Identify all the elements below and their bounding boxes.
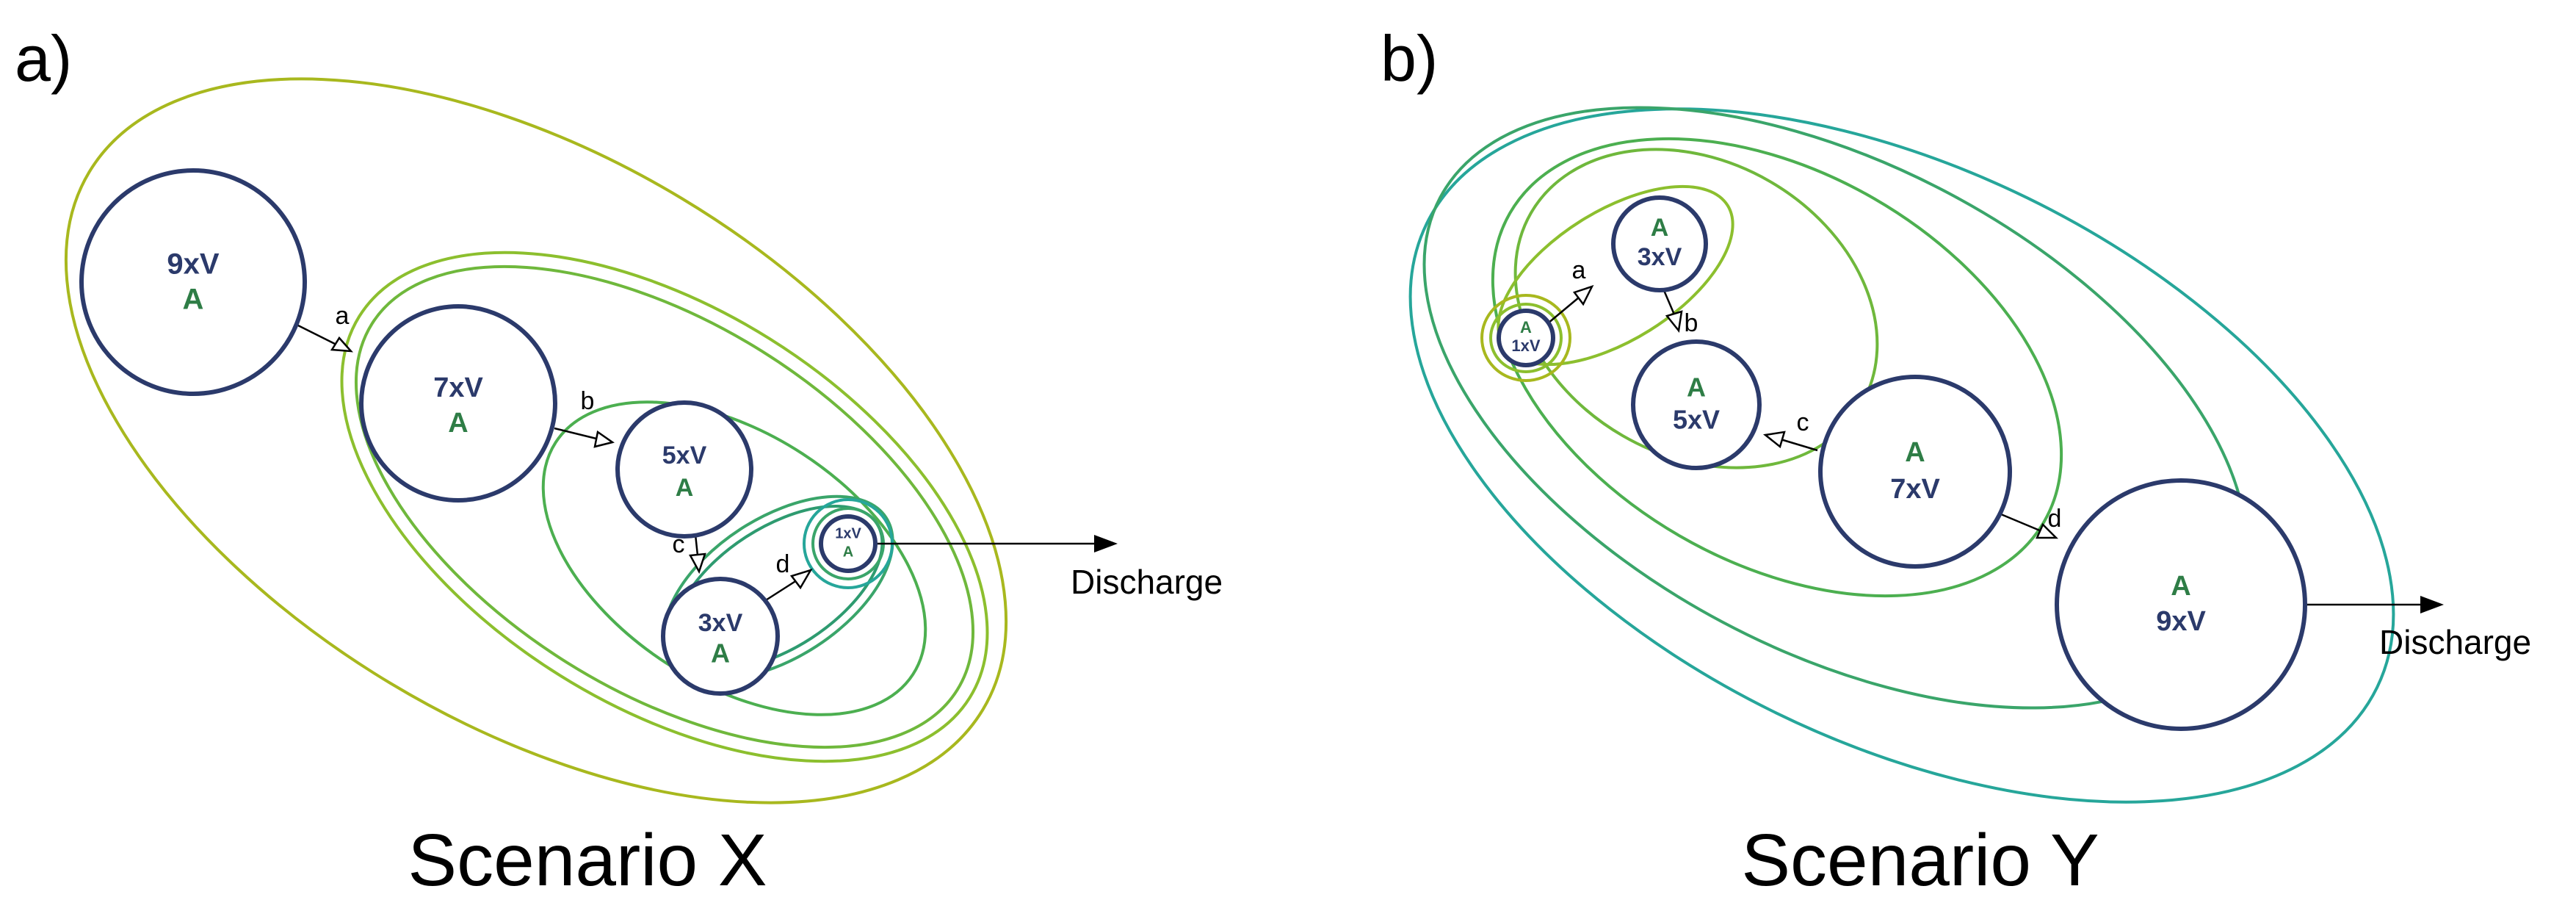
node-b-3xv-volume: 3xV (1638, 243, 1682, 271)
caption-scenario-y: Scenario Y (1741, 819, 2099, 901)
arrowhead-a-b (593, 430, 615, 448)
node-b-7xv: A 7xV (1818, 375, 2012, 569)
node-a-9xv-area: A (183, 284, 204, 316)
arrowhead-a-a (330, 336, 353, 353)
node-a-3xv-volume: 3xV (698, 609, 743, 637)
ring-b-1 (1480, 294, 1571, 382)
arrowhead-b-d (2036, 522, 2059, 539)
node-b-9xv: A 9xV (2055, 478, 2307, 731)
arrowhead-a-d (789, 568, 813, 590)
arrowhead-a-c (689, 552, 706, 575)
outflow-arrowhead-a (1094, 535, 1118, 552)
ring-b-7 (1491, 137, 2063, 598)
edge-b-a (1547, 297, 1580, 324)
node-b-7xv-volume: 7xV (1890, 474, 1940, 505)
edge-a-b (554, 427, 597, 440)
node-b-5xv-volume: 5xV (1673, 405, 1720, 435)
edge-b-c (1780, 438, 1818, 452)
discharge-label-a: Discharge (1071, 563, 1223, 601)
edge-b-d (2000, 513, 2042, 533)
node-b-3xv-area: A (1651, 214, 1669, 242)
caption-scenario-x: Scenario X (408, 819, 767, 901)
node-a-5xv: 5xV A (615, 400, 753, 539)
panel-a-label: a) (15, 22, 72, 95)
edge-a-d-label: d (776, 550, 790, 578)
node-b-7xv-area: A (1905, 437, 1925, 468)
node-a-1xv: 1xV A (819, 514, 878, 573)
discharge-label-b: Discharge (2379, 623, 2531, 661)
node-a-3xv: 3xV A (661, 577, 780, 696)
ring-a-9 (64, 77, 1008, 804)
arrowhead-b-a (1572, 284, 1594, 306)
node-a-7xv-area: A (448, 408, 468, 439)
edge-b-b-label: b (1685, 309, 1698, 337)
ring-a-5 (541, 400, 927, 716)
edge-a-a (293, 322, 339, 347)
panel-a: a) a b c d Discharge 9xV A (15, 22, 1223, 901)
node-b-5xv-area: A (1687, 372, 1706, 403)
ring-b-1-inner (1489, 303, 1563, 373)
arrowhead-b-c (1762, 431, 1786, 449)
node-a-9xv: 9xV A (79, 168, 307, 396)
node-b-1xv: A 1xV (1497, 309, 1555, 367)
ring-a-7 (340, 251, 989, 763)
edge-a-a-label: a (336, 302, 350, 330)
panel-b: b) a b c d Discharge A 1xV (1381, 22, 2531, 901)
edge-b-a-label: a (1572, 256, 1586, 284)
node-a-7xv: 7xV A (359, 304, 557, 503)
edge-b-c-label: c (1797, 408, 1809, 436)
arrowhead-b-b (1665, 310, 1683, 334)
node-b-9xv-area: A (2171, 571, 2190, 602)
node-a-5xv-volume: 5xV (662, 442, 707, 469)
node-b-3xv: A 3xV (1611, 195, 1708, 292)
node-a-3xv-area: A (711, 638, 730, 669)
ring-b-9 (1408, 107, 2395, 804)
node-b-5xv: A 5xV (1631, 339, 1762, 470)
panel-b-label: b) (1381, 22, 1438, 95)
node-a-1xv-area: A (843, 544, 853, 560)
node-a-1xv-volume: 1xV (835, 525, 861, 541)
node-b-1xv-volume: 1xV (1511, 336, 1540, 355)
node-b-1xv-area: A (1520, 318, 1532, 336)
node-b-9xv-volume: 9xV (2156, 606, 2206, 637)
node-a-5xv-area: A (676, 474, 694, 502)
ring-a-7-inner (354, 264, 975, 749)
node-a-7xv-volume: 7xV (433, 372, 483, 403)
edge-b-d-label: d (2048, 505, 2062, 533)
edge-a-b-label: b (581, 387, 595, 415)
node-a-9xv-volume: 9xV (167, 248, 219, 281)
outflow-arrowhead-b (2420, 596, 2444, 613)
